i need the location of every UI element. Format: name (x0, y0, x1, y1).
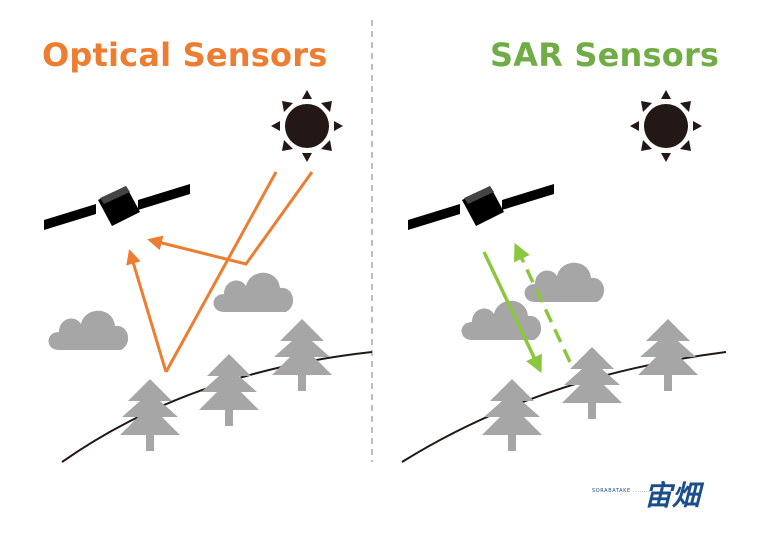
tree-icon (120, 379, 180, 451)
tree-icon (272, 319, 332, 391)
cloud-icon (461, 300, 542, 340)
sorabatake-logo: SORABATAKE ........ 宙畑 (592, 479, 701, 512)
optical-panel (44, 90, 373, 463)
ground-line (61, 351, 373, 463)
sar-panel (401, 90, 727, 463)
sunlight-ray (164, 171, 278, 373)
tree-icon (482, 379, 542, 451)
satellite-icon (44, 184, 190, 230)
emitted-microwave (482, 251, 542, 374)
sun-icon (630, 90, 702, 162)
cloud-icon (48, 310, 129, 350)
optical-sensors-title: Optical Sensors (42, 36, 328, 74)
sar-sensors-title: SAR Sensors (490, 36, 720, 74)
tree-icon (199, 354, 259, 426)
reflected-ray (126, 249, 168, 373)
cloud-reflected-ray (147, 171, 314, 266)
sun-icon (271, 90, 343, 162)
cloud-icon (213, 272, 294, 312)
tree-icon (562, 347, 622, 419)
backscatter-microwave (513, 242, 572, 363)
satellite-icon (408, 184, 554, 230)
cloud-icon (524, 262, 605, 302)
tree-icon (638, 319, 698, 391)
